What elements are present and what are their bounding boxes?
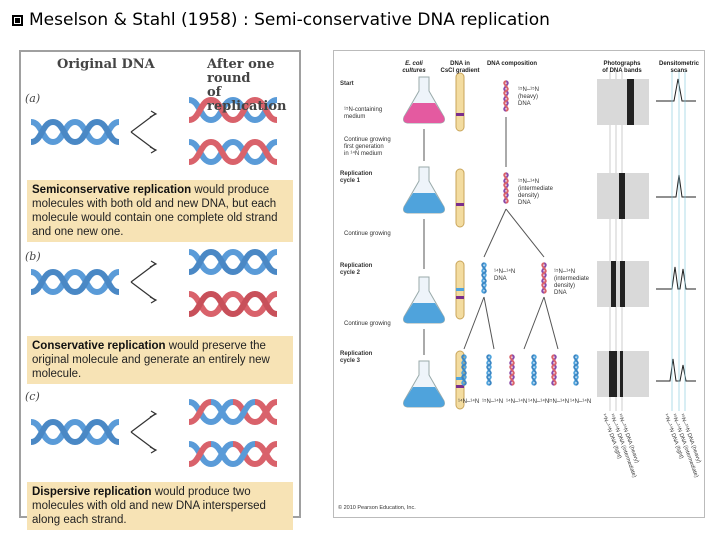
semi-helix-2 [189,142,277,162]
original-dna-helix-a [31,122,119,142]
band-intermediate [619,173,625,219]
band-light-3 [609,351,617,397]
band-photo-cycle1 [597,173,649,219]
caption-semi-bold: Semiconservative replication [32,184,192,196]
bottom-label-5: ¹⁵N–¹⁴N [548,399,570,405]
label-heavy-l1: ¹⁵N–¹⁵N [518,87,539,93]
bottom-label-1: ¹⁴N–¹⁴N [458,399,480,405]
band-photo-start [597,79,649,125]
label-light-dna-cycle2: ¹⁴N–¹⁴N DNA [494,269,515,283]
band-photo-cycle2 [597,261,649,307]
header-dna-gradient: DNA in CsCl gradient [438,61,482,75]
original-dna-helix-c [31,422,119,442]
label-light-l2: DNA [494,276,507,282]
caption-cons-rest: would preserve the original molecule and… [32,340,270,380]
label-intermediate-dna: ¹⁵N–¹⁴N (intermediate density) DNA [518,179,553,207]
header-dens-l2: scans [670,68,688,74]
header-densitometric: Densitometric scans [656,61,702,75]
label-continue-1: Continue growing first generation in ¹⁴N… [344,137,391,158]
caption-dispersive: Dispersive replication would produce two… [27,482,293,530]
header-dna-composition: DNA composition [486,61,538,67]
checkbox-bullet-icon [12,14,23,26]
header-dna-l2: CsCl gradient [440,68,480,74]
caption-conservative: Conservative replication would preserve … [27,336,293,384]
dispersive-helix-1 [189,402,277,422]
label-rep3-l1: Replication [340,351,373,357]
label-intermediate-dna-cycle2: ¹⁵N–¹⁴N (intermediate density) DNA [554,269,589,297]
label-cont1-l1: Continue growing [344,137,391,143]
label-inter-l4: DNA [518,200,531,206]
copyright: © 2010 Pearson Education, Inc. [338,505,416,511]
experiment-diagram [403,71,696,411]
bottom-label-4: ¹⁴N–¹⁴N [528,399,550,405]
label-continue-3: Continue growing [344,321,391,327]
part-a-label: (a) [25,92,41,105]
label-inter-l1: ¹⁵N–¹⁴N [518,179,540,185]
header-ecoli: E. coli cultures [394,61,434,75]
caption-semiconservative: Semiconservative replication would produ… [27,180,293,242]
band-photo-cycle3 [597,351,649,397]
bottom-label-2: ¹⁵N–¹⁴N [482,399,504,405]
label-heavy-dna: ¹⁵N–¹⁵N (heavy) DNA [518,87,539,108]
label-medium-l2: medium [344,114,366,120]
header-ecoli-l2: cultures [402,68,426,74]
label-rep2-l1: Replication [340,263,373,269]
page-title: Meselson & Stahl (1958) : Semi-conservat… [12,10,550,30]
caption-cons-bold: Conservative replication [32,340,166,352]
label-continue-2: Continue growing [344,231,391,237]
header-photo-l2: of DNA bands [602,68,642,74]
band-heavy [627,79,634,125]
header-after-line2: of replication [207,85,287,114]
label-light-l1: ¹⁴N–¹⁴N [494,269,516,275]
label-cont1-l3: in ¹⁴N medium [344,151,383,157]
label-mid2-l2: (intermediate [554,276,590,282]
label-cont1-l2: first generation [344,144,384,150]
caption-disp-rest: would produce two molecules with old and… [32,486,266,526]
label-heavy-l2: (heavy) [518,94,539,100]
original-dna-helix-b [31,272,119,292]
caption-disp-bold: Dispersive replication [32,486,152,498]
label-start: Start [340,81,354,87]
label-inter-l3: density) [518,193,540,199]
label-rep1-l1: Replication [340,171,373,177]
page-title-text: Meselson & Stahl (1958) : Semi-conservat… [29,10,550,30]
label-replication-cycle-2: Replication cycle 2 [340,263,372,277]
bottom-label-3: ¹⁴N–¹⁴N [506,399,528,405]
band-intermediate-3 [620,351,623,397]
header-after-round: After one round of replication [207,58,299,114]
replication-models-panel: Original DNA After one round of replicat… [19,50,303,530]
label-medium-l1: ¹⁵N-containing [344,107,383,113]
label-medium: ¹⁵N-containing medium [344,107,382,121]
header-dens-l1: Densitometric [658,61,699,67]
dispersive-helix-2 [189,444,277,464]
part-c-label: (c) [25,390,40,403]
caption-semi-rest: would produce molecules with both old an… [32,184,278,238]
label-replication-cycle-3: Replication cycle 3 [340,351,372,365]
label-heavy-l3: DNA [518,101,531,107]
label-rep1-l2: cycle 1 [340,178,361,184]
label-mid2-l3: density) [554,283,576,289]
label-rep3-l2: cycle 3 [340,358,361,364]
bottom-label-6: ¹⁴N–¹⁴N [570,399,592,405]
conservative-helix-new [189,294,277,314]
conservative-helix-old [189,252,277,272]
header-original-dna: Original DNA [57,57,155,72]
label-replication-cycle-1: Replication cycle 1 [340,171,372,185]
label-rep2-l2: cycle 2 [340,270,361,276]
band-light [611,261,616,307]
label-mid2-l4: DNA [554,290,567,296]
label-inter-l2: (intermediate [518,186,554,192]
header-photo-l1: Photographs [603,61,641,67]
helix-diagrams [21,52,303,520]
header-dna-l1: DNA in [450,61,470,67]
part-b-label: (b) [25,250,41,263]
header-after-line1: After one round [207,57,275,86]
meselson-stahl-experiment-panel: E. coli cultures DNA in CsCl gradient DN… [333,50,705,518]
label-mid2-l1: ¹⁵N–¹⁴N [554,269,576,275]
header-photographs: Photographs of DNA bands [592,61,652,75]
header-ecoli-l1: E. coli [405,61,423,67]
band-intermediate-2 [620,261,625,307]
